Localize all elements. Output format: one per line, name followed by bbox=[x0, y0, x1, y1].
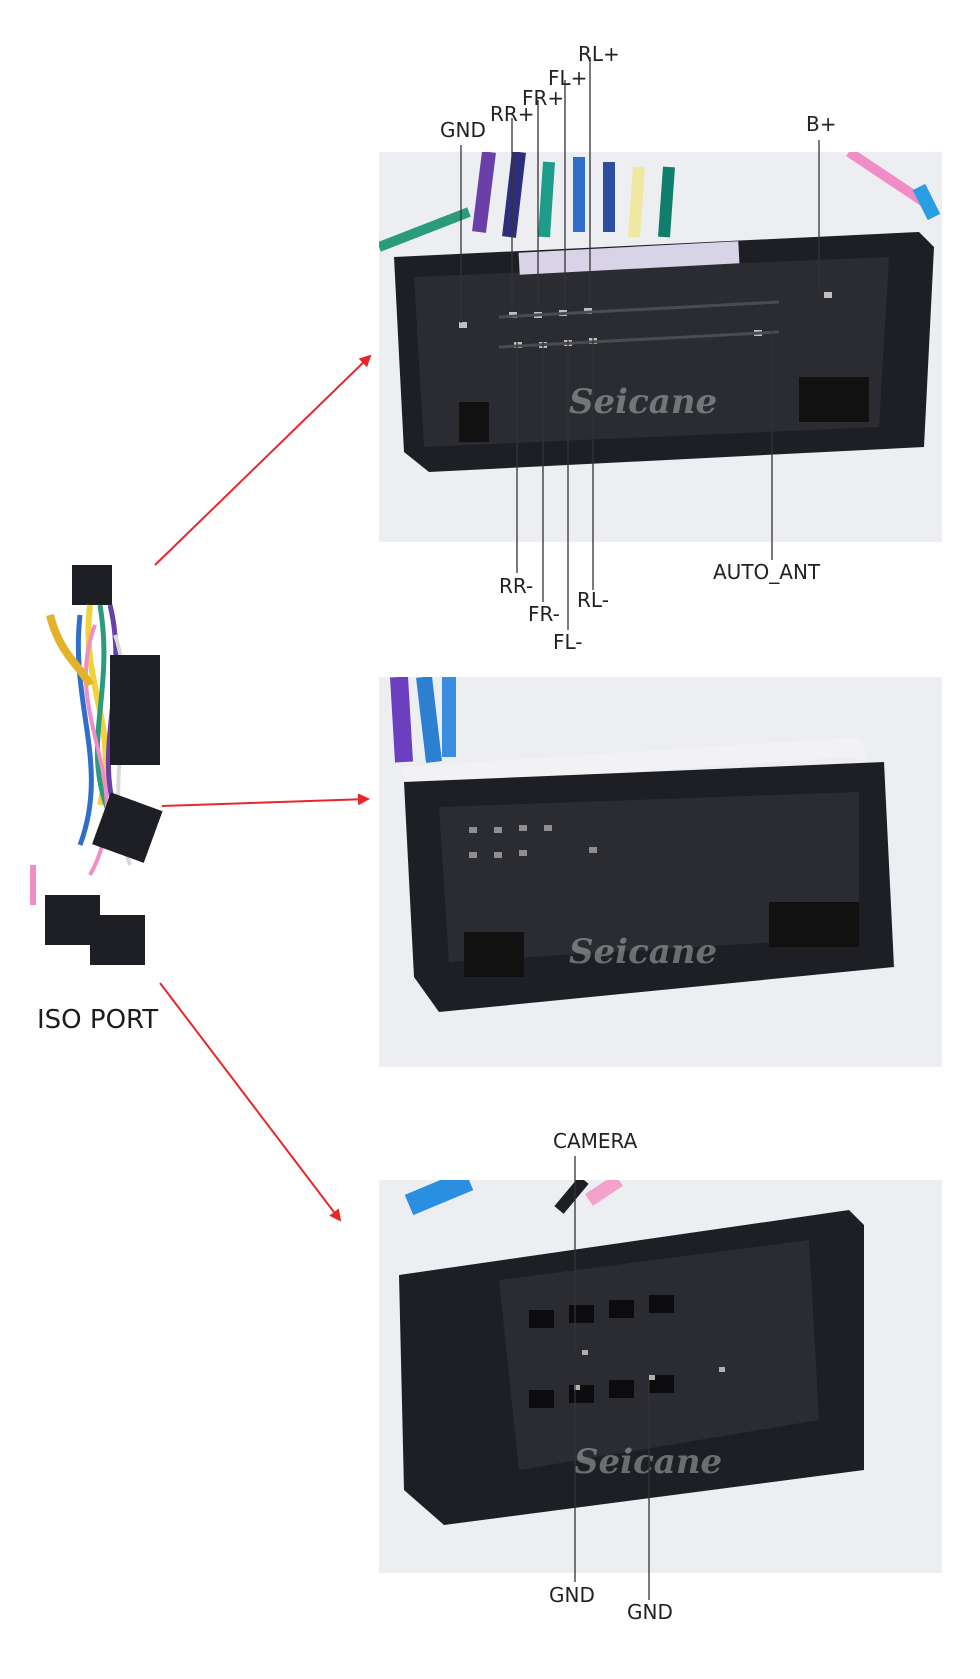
pin-label-rr-minus: RR- bbox=[499, 574, 534, 598]
watermark: Seicane bbox=[574, 1442, 723, 1482]
connector-photo-3: Seicane bbox=[379, 1180, 942, 1573]
pin-label-gnd-left: GND bbox=[549, 1583, 595, 1607]
pin-label-rr-plus: RR+ bbox=[490, 102, 535, 126]
pin-label-fr-plus: FR+ bbox=[522, 86, 565, 110]
pin-label-fr-minus: FR- bbox=[528, 602, 560, 626]
arrow-to-connector-3 bbox=[159, 982, 342, 1222]
arrow-to-connector-1 bbox=[154, 354, 372, 566]
connector-photo-2: Seicane bbox=[379, 677, 942, 1067]
wiring-harness-image bbox=[20, 565, 180, 985]
pin-label-rl-minus: RL- bbox=[577, 588, 609, 612]
pin-label-fl-minus: FL- bbox=[553, 630, 583, 654]
pin-label-fl-plus: FL+ bbox=[548, 66, 588, 90]
pin-label-rl-plus: RL+ bbox=[578, 42, 620, 66]
pin-label-camera: CAMERA bbox=[553, 1129, 638, 1153]
iso-port-label: ISO PORT bbox=[37, 1005, 159, 1035]
pin-label-b-plus: B+ bbox=[806, 112, 837, 136]
pin-label-gnd: GND bbox=[440, 118, 486, 142]
pin-label-auto-ant: AUTO_ANT bbox=[713, 560, 821, 584]
pin-label-gnd-right: GND bbox=[627, 1600, 673, 1624]
watermark: Seicane bbox=[569, 932, 718, 972]
arrow-to-connector-2 bbox=[161, 793, 370, 807]
watermark: Seicane bbox=[569, 382, 718, 422]
connector-photo-1: Seicane bbox=[379, 152, 942, 542]
